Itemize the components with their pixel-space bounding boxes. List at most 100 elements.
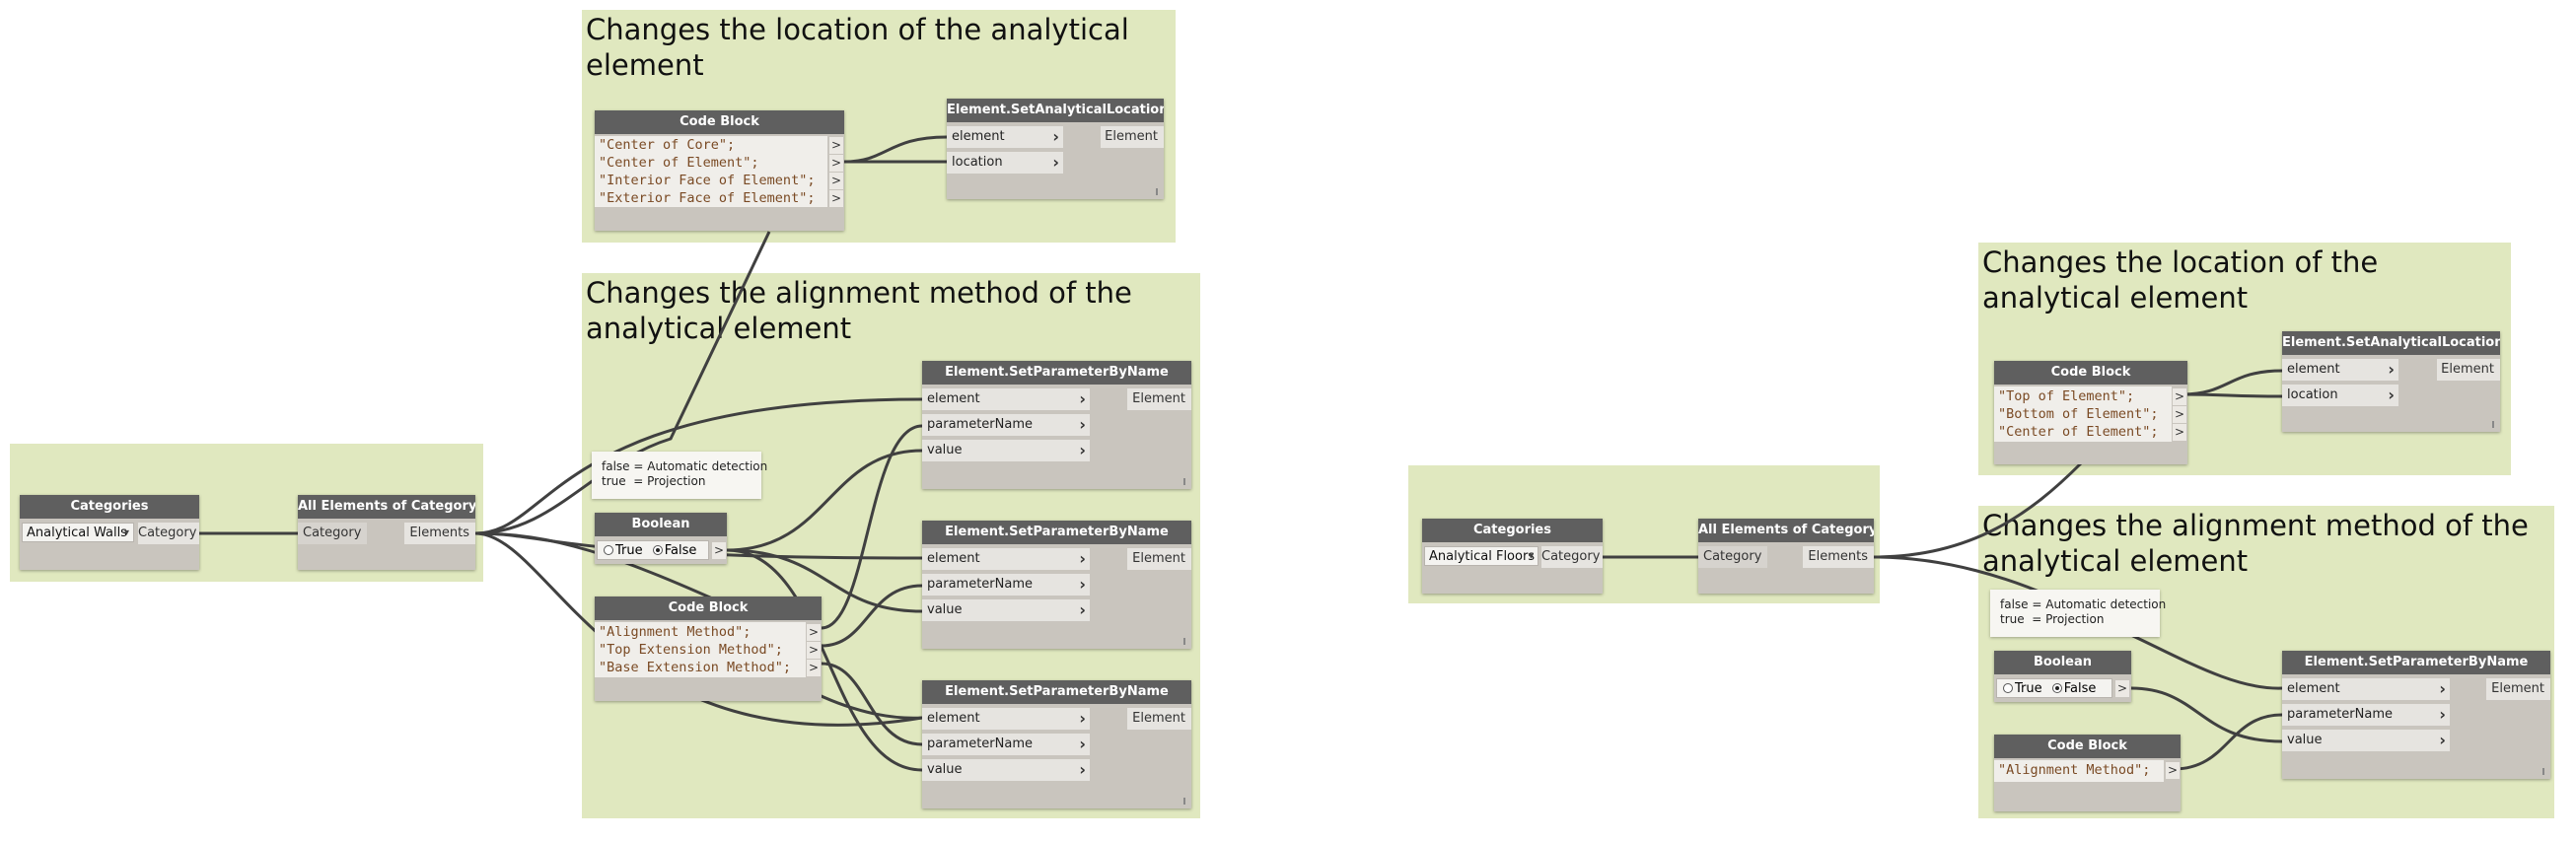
wire [2130, 686, 2283, 743]
code-block-node[interactable]: Code Block "Center of Core"; "Center of … [595, 110, 844, 231]
set-analytical-location-node[interactable]: Element.SetAnalyticalLocation element › … [947, 99, 1164, 199]
input-port-element[interactable]: element › [2282, 359, 2398, 381]
output-port[interactable]: > [829, 190, 843, 207]
input-port-parameter-name[interactable]: parameterName › [922, 574, 1090, 596]
node-title: Code Block [595, 110, 844, 134]
output-port[interactable]: Element [2486, 678, 2550, 700]
resize-grip[interactable] [1183, 798, 1185, 805]
chevron-right-icon: › [1079, 600, 1086, 619]
input-port-value[interactable]: value› [922, 440, 1090, 461]
code-line: "Center of Element"; [1998, 424, 2159, 440]
group-title: Changes the location of the analytical e… [586, 13, 1129, 82]
code-editor[interactable]: "Center of Core"; "Center of Element"; "… [595, 136, 827, 207]
boolean-node[interactable]: Boolean True False > [595, 513, 727, 564]
group-title: Changes the alignment method of the anal… [586, 276, 1132, 345]
output-port[interactable]: Element [2437, 359, 2500, 381]
output-port[interactable]: Category [1541, 546, 1603, 568]
output-port[interactable]: > [2115, 680, 2129, 697]
output-port[interactable]: Elements [1803, 546, 1874, 568]
wire [821, 424, 923, 630]
output-port[interactable]: > [2166, 762, 2180, 779]
output-port[interactable]: Element [1127, 708, 1191, 730]
all-elements-node[interactable]: All Elements of Category Category Elemen… [1698, 519, 1874, 594]
output-port[interactable]: Elements [404, 523, 475, 544]
all-elements-node[interactable]: All Elements of Category Category Elemen… [298, 495, 475, 570]
boolean-toggle[interactable]: True False [1996, 678, 2112, 698]
set-parameter-by-name-node[interactable]: Element.SetParameterByName element› para… [922, 361, 1191, 489]
output-port[interactable]: > [2173, 424, 2186, 441]
output-port[interactable]: > [829, 155, 843, 172]
code-editor[interactable]: "Alignment Method"; [1994, 760, 2164, 782]
dropdown-value: Analytical Walls [27, 526, 127, 540]
code-block-node[interactable]: Code Block "Alignment Method"; > [1994, 735, 2181, 811]
code-line: "Alignment Method"; [599, 624, 751, 640]
output-port[interactable]: > [807, 624, 821, 641]
input-port-parameter-name[interactable]: parameterName › [922, 734, 1090, 755]
node-title: Element.SetAnalyticalLocation [947, 99, 1164, 122]
radio-false[interactable] [2051, 683, 2062, 693]
note[interactable]: false = Automatic detection true = Proje… [592, 452, 767, 499]
resize-grip[interactable] [1156, 188, 1158, 195]
chevron-right-icon: › [1079, 575, 1086, 594]
code-block-node[interactable]: Code Block "Top of Element"; "Bottom of … [1994, 361, 2187, 464]
input-port-parameter-name[interactable]: parameterName› [2282, 704, 2450, 726]
input-port-location[interactable]: location › [947, 152, 1063, 174]
output-port[interactable]: > [829, 173, 843, 189]
input-port-value[interactable]: value› [2282, 730, 2450, 751]
input-port-element[interactable]: element› [922, 708, 1090, 730]
input-port-element[interactable]: element› [922, 548, 1090, 570]
note[interactable]: false = Automatic detection true = Proje… [1990, 590, 2166, 637]
output-port[interactable]: > [712, 542, 726, 559]
output-port[interactable]: Element [1127, 548, 1191, 570]
resize-grip[interactable] [2492, 421, 2494, 428]
node-title: Boolean [595, 513, 727, 536]
port-label: element [952, 129, 1005, 144]
input-port-value[interactable]: value› [922, 759, 1090, 781]
output-port[interactable]: > [829, 137, 843, 154]
radio-false[interactable] [652, 545, 663, 555]
input-port-parameter-name[interactable]: parameterName› [922, 414, 1090, 436]
input-port[interactable]: Category [298, 523, 367, 544]
chevron-right-icon: › [1079, 389, 1086, 408]
boolean-node[interactable]: Boolean True False > [1994, 651, 2131, 702]
output-port[interactable]: Element [1101, 126, 1164, 148]
output-port[interactable]: > [807, 642, 821, 659]
code-editor[interactable]: "Alignment Method"; "Top Extension Metho… [595, 622, 806, 677]
node-title: Code Block [1994, 361, 2187, 385]
resize-grip[interactable] [1183, 478, 1185, 485]
set-parameter-by-name-node[interactable]: Element.SetParameterByName element› para… [922, 680, 1191, 808]
radio-true[interactable] [2003, 683, 2013, 693]
categories-node[interactable]: Categories Analytical Walls ▾ Category [20, 495, 199, 570]
port-label: element [2287, 362, 2340, 377]
resize-grip[interactable] [2542, 768, 2544, 775]
input-port-element[interactable]: element › [947, 126, 1063, 148]
port-label: value [927, 602, 963, 617]
output-port[interactable]: > [2173, 406, 2186, 423]
input-port-location[interactable]: location › [2282, 385, 2398, 406]
chevron-right-icon: › [1079, 441, 1086, 459]
output-port[interactable]: Category [138, 523, 199, 544]
output-port[interactable]: Element [1127, 388, 1191, 410]
input-port-element[interactable]: element› [922, 388, 1090, 410]
code-editor[interactable]: "Top of Element"; "Bottom of Element"; "… [1994, 386, 2172, 442]
input-port[interactable]: Category [1698, 546, 1767, 568]
set-parameter-by-name-node[interactable]: Element.SetParameterByName element› para… [2282, 651, 2550, 779]
chevron-right-icon: › [1079, 735, 1086, 753]
input-port-value[interactable]: value › [922, 599, 1090, 621]
radio-true[interactable] [604, 545, 613, 555]
categories-node[interactable]: Categories Analytical Floors ▾ Category [1422, 519, 1603, 594]
port-label: parameterName [927, 577, 1033, 592]
resize-grip[interactable] [1183, 638, 1185, 645]
boolean-toggle[interactable]: True False [597, 540, 709, 560]
set-parameter-by-name-node[interactable]: Element.SetParameterByName element› para… [922, 521, 1191, 649]
category-dropdown[interactable]: Analytical Walls ▾ [22, 523, 134, 542]
code-block-node[interactable]: Code Block "Alignment Method"; "Top Exte… [595, 596, 822, 701]
input-port-element[interactable]: element› [2282, 678, 2450, 700]
set-analytical-location-node[interactable]: Element.SetAnalyticalLocation element › … [2282, 331, 2500, 432]
chevron-right-icon: › [1079, 760, 1086, 779]
output-port[interactable]: > [807, 660, 821, 676]
port-label: parameterName [927, 737, 1033, 751]
category-dropdown[interactable]: Analytical Floors ▾ [1424, 546, 1538, 566]
output-port[interactable]: > [2173, 388, 2186, 405]
